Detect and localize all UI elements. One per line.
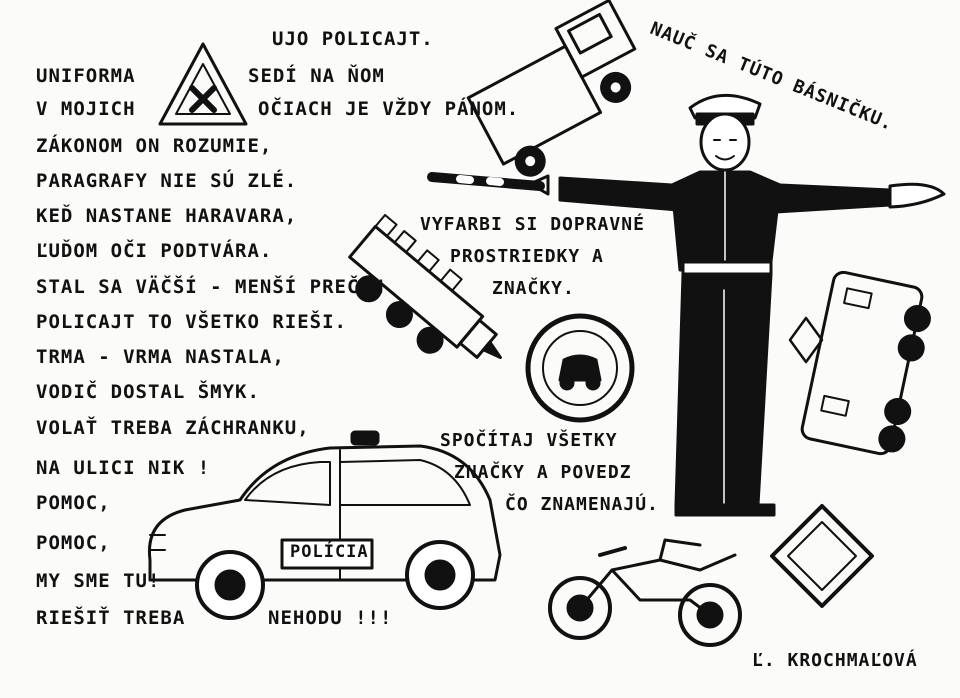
poem-line-6: PARAGRAFY NIE SÚ ZLÉ.: [36, 170, 298, 192]
poem-line-1: UNIFORMA: [36, 65, 136, 87]
van-icon: [800, 270, 931, 456]
poem-line-15: POMOC,: [36, 492, 111, 514]
poem-title: UJO POLICAJT.: [272, 28, 434, 50]
poem-line-2: SEDÍ NA ŇOM: [248, 65, 385, 87]
poem-line-4: OČIACH JE VŽDY PÁNOM.: [258, 98, 520, 120]
warning-sign-icon: [158, 42, 248, 126]
poem-line-16: POMOC,: [36, 532, 111, 554]
police-car-icon: [147, 430, 502, 620]
poem-line-5: ZÁKONOM ON ROZUMIE,: [36, 135, 273, 157]
poem-line-11: TRMA - VRMA NASTALA,: [36, 346, 285, 368]
task-count-line-1: SPOČÍTAJ VŠETKY: [440, 430, 618, 451]
police-officer-figure: [427, 93, 946, 517]
poem-line-8: ĽUĎOM OČI PODTVÁRA.: [36, 240, 273, 262]
poem-line-12: VODIČ DOSTAL ŠMYK.: [36, 381, 260, 403]
author-signature: Ľ. KROCHMAĽOVÁ: [752, 650, 918, 671]
no-motor-vehicles-sign-icon: [525, 313, 635, 423]
task-count-line-3: ČO ZNAMENAJÚ.: [505, 494, 659, 515]
task-color-line-2: PROSTRIEDKY A: [450, 246, 604, 267]
poem-line-19: NEHODU !!!: [268, 607, 393, 629]
police-car-label: POLÍCIA: [290, 542, 369, 562]
motorcycle-icon: [548, 538, 742, 647]
task-count-line-2: ZNAČKY A POVEDZ: [454, 462, 632, 483]
poem-line-18: RIEŠIŤ TREBA: [36, 607, 186, 629]
task-color-line-3: ZNAČKY.: [492, 278, 575, 299]
task-color-line-1: VYFARBI SI DOPRAVNÉ: [420, 214, 645, 235]
truck-icon: [466, 0, 637, 177]
train-icon: [348, 213, 502, 359]
diamond-sign-small-icon: [788, 316, 824, 364]
poem-line-13: VOLAŤ TREBA ZÁCHRANKU,: [36, 417, 310, 439]
poem-line-7: KEĎ NASTANE HARAVARA,: [36, 205, 298, 227]
poem-line-10: POLICAJT TO VŠETKO RIEŠI.: [36, 311, 347, 333]
poem-line-17: MY SME TU!: [36, 570, 161, 592]
poem-line-3: V MOJICH: [36, 98, 136, 120]
poem-line-9: STAL SA VÄČŠÍ - MENŠÍ PREČIN: [36, 276, 385, 298]
poem-line-14: NA ULICI NIK !: [36, 457, 211, 479]
main-road-sign-icon: [770, 504, 874, 608]
